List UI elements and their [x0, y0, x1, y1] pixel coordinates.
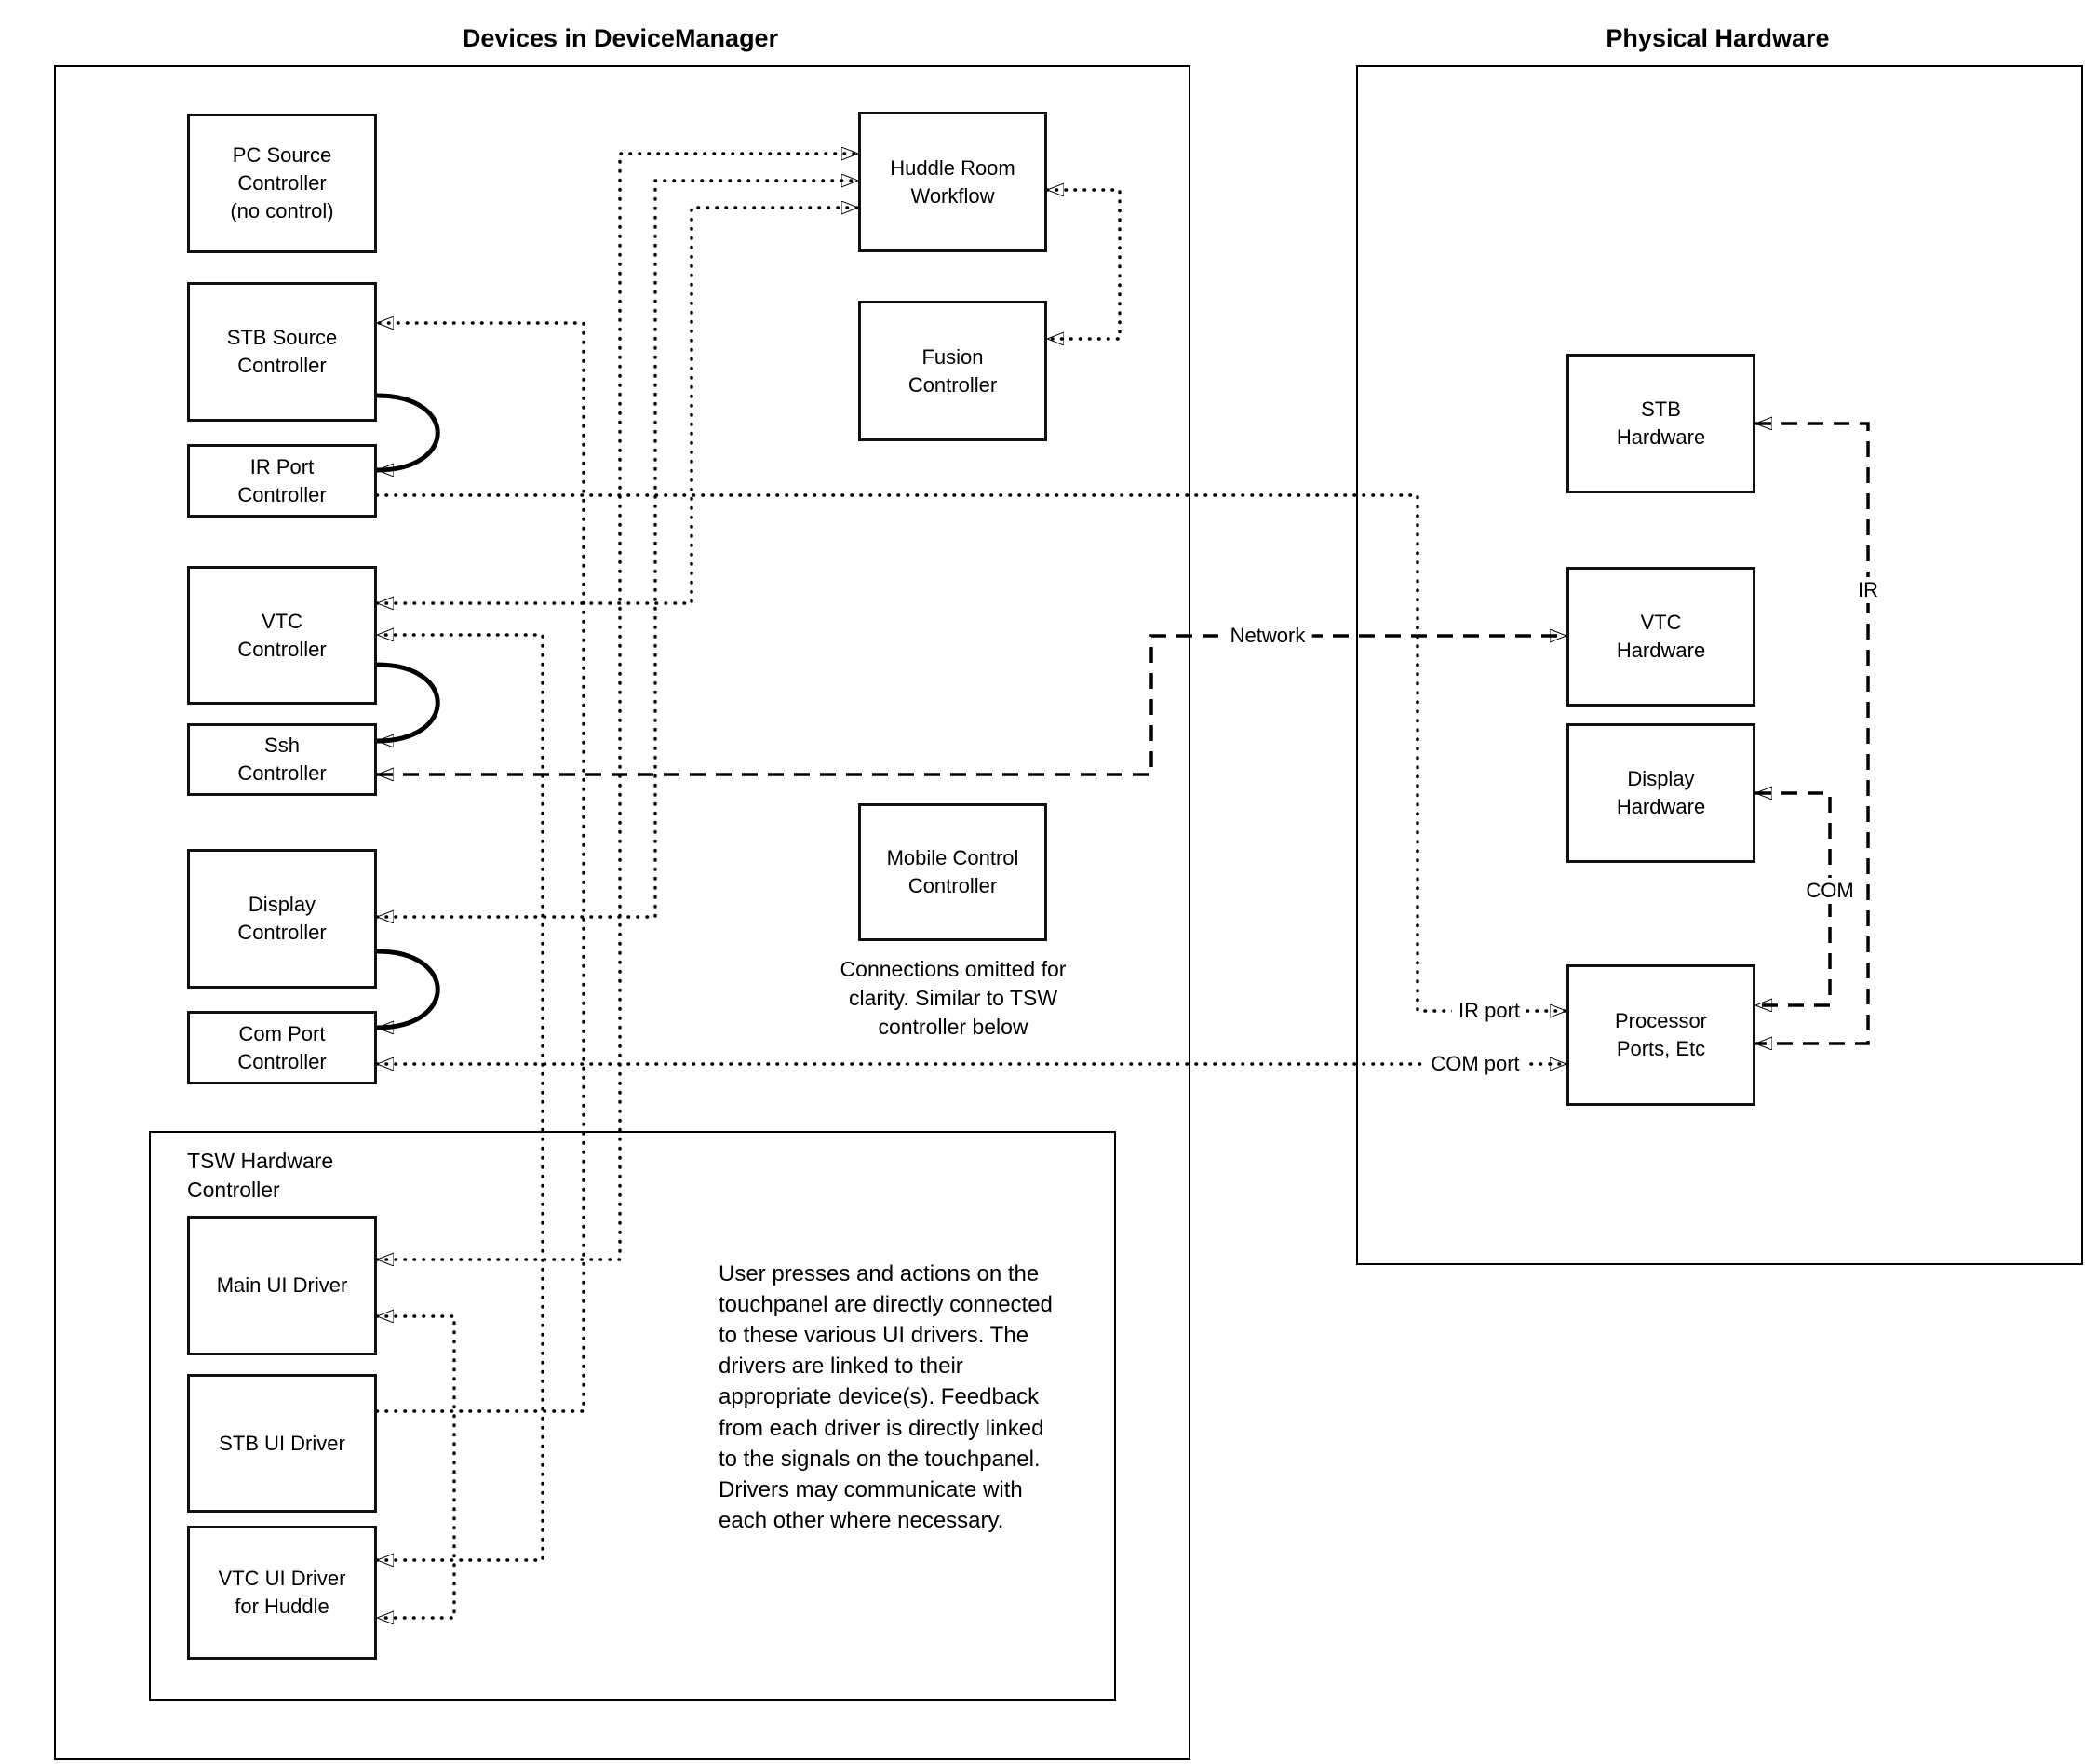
conn-vtc-controller-huddle-workflow — [375, 208, 860, 603]
conn-main-ui-driver-vtc-ui-driver — [375, 1316, 456, 1618]
box-display-hardware: Display Hardware — [1566, 723, 1755, 863]
box-ir-port-controller: IR Port Controller — [187, 444, 377, 518]
ir-port-label: IR port — [1451, 998, 1527, 1024]
box-display-controller: Display Controller — [187, 849, 377, 989]
conn-ir-stb-hardware-processor — [1755, 424, 1870, 1044]
box-vtc-ui-driver: VTC UI Driver for Huddle — [187, 1526, 377, 1660]
box-mobile-control-controller: Mobile Control Controller — [858, 803, 1047, 941]
link-display-to-com-port — [377, 949, 440, 1028]
device-manager-title: Devices in DeviceManager — [462, 24, 779, 52]
conn-com-display-hardware-processor — [1755, 793, 1832, 1005]
box-stb-ui-driver: STB UI Driver — [187, 1374, 377, 1513]
com-port-label: COM port — [1424, 1051, 1526, 1077]
link-vtc-to-ssh — [377, 662, 440, 741]
link-stb-source-to-ir-port — [377, 393, 440, 470]
tsw-description-note: User presses and actions on the touchpan… — [719, 1261, 1053, 1533]
tsw-container-label: TSW Hardware Controller — [187, 1149, 334, 1203]
conn-display-controller-huddle-workflow — [375, 181, 860, 917]
box-com-port-controller: Com Port Controller — [187, 1011, 377, 1084]
box-vtc-hardware: VTC Hardware — [1566, 567, 1755, 707]
device-manager-container — [54, 65, 1190, 1760]
conn-huddle-workflow-fusion — [1045, 190, 1122, 339]
box-pc-source-controller: PC Source Controller (no control) — [187, 114, 377, 253]
box-vtc-controller: VTC Controller — [187, 566, 377, 705]
conn-main-ui-driver-huddle-workflow — [375, 154, 860, 1259]
mobile-control-note: Connections omitted for clarity. Similar… — [840, 957, 1067, 1040]
box-main-ui-driver: Main UI Driver — [187, 1216, 377, 1355]
physical-hardware-title: Physical Hardware — [1606, 24, 1830, 52]
com-label: COM — [1799, 878, 1861, 904]
box-processor-ports: Processor Ports, Etc — [1566, 964, 1755, 1106]
box-ssh-controller: Ssh Controller — [187, 723, 377, 796]
box-stb-source-controller: STB Source Controller — [187, 282, 377, 422]
ir-label: IR — [1851, 577, 1885, 603]
conn-network-ssh-vtc-hardware — [377, 636, 1566, 774]
box-stb-hardware: STB Hardware — [1566, 354, 1755, 493]
box-huddle-room-workflow: Huddle Room Workflow — [858, 112, 1047, 252]
conn-stb-ui-driver-stb-source — [375, 323, 585, 1413]
network-label: Network — [1223, 623, 1312, 649]
box-fusion-controller: Fusion Controller — [858, 301, 1047, 441]
